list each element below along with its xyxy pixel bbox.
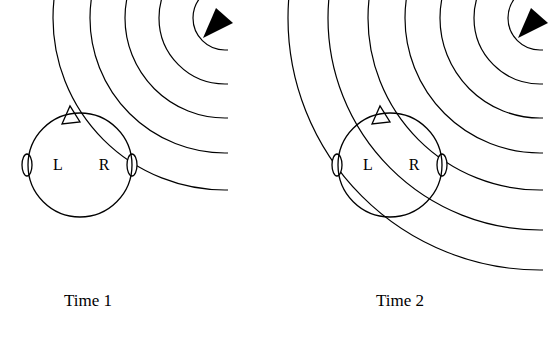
ear-label: R xyxy=(98,157,111,173)
speaker-symbol xyxy=(203,8,233,38)
time-caption: Time 2 xyxy=(375,292,425,309)
head-outline xyxy=(338,113,442,217)
speaker-symbol xyxy=(518,8,548,38)
time-caption: Time 1 xyxy=(63,292,113,309)
sound-waves xyxy=(53,0,228,190)
head-figure xyxy=(22,106,137,176)
sound-waves xyxy=(288,0,543,270)
ear-label: L xyxy=(52,157,64,173)
ear-label: R xyxy=(408,157,421,173)
head-outline xyxy=(28,113,132,217)
head-figure xyxy=(332,106,447,176)
ear-label: L xyxy=(362,157,374,173)
